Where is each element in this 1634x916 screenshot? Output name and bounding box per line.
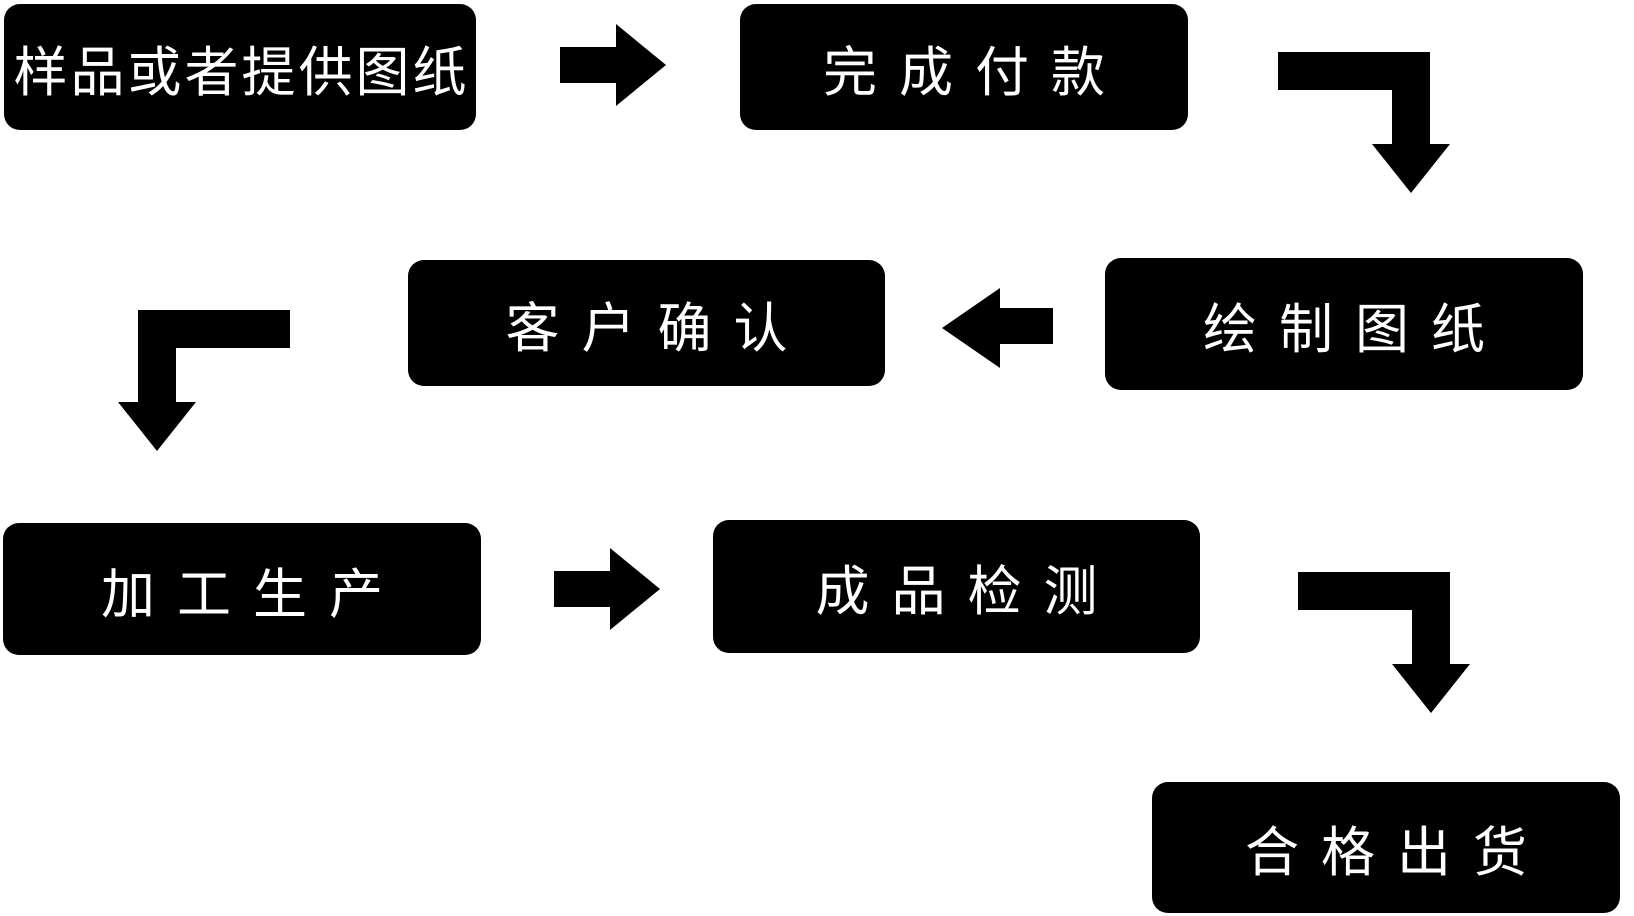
flow-node-label: 样品或者提供图纸 — [13, 42, 470, 103]
flow-node-qualified-shipment: 合格出货 — [1152, 782, 1620, 913]
flow-node-draw-drawings: 绘制图纸 — [1105, 258, 1583, 390]
flow-node-label: 合格出货 — [1245, 823, 1549, 883]
elbow-down-left-arrow-icon — [118, 310, 290, 451]
flow-node-label: 绘制图纸 — [1203, 299, 1507, 360]
flow-node-finished-inspection: 成品检测 — [713, 520, 1200, 653]
flow-node-label: 完成付款 — [823, 42, 1127, 103]
elbow-down-right-arrow-icon — [1278, 52, 1450, 193]
flow-node-processing-production: 加工生产 — [3, 523, 481, 655]
flow-node-label: 加工生产 — [101, 564, 405, 625]
right-arrow-icon — [560, 24, 666, 106]
flow-node-complete-payment: 完成付款 — [740, 4, 1188, 130]
left-arrow-icon — [942, 288, 1053, 368]
elbow-down-right-arrow-icon — [1298, 572, 1470, 713]
flow-node-customer-confirmation: 客户确认 — [408, 260, 885, 386]
flow-node-sample-or-drawing: 样品或者提供图纸 — [4, 4, 476, 130]
flow-node-label: 客户确认 — [505, 298, 810, 359]
right-arrow-icon — [554, 548, 660, 630]
flow-node-label: 成品检测 — [815, 562, 1120, 622]
